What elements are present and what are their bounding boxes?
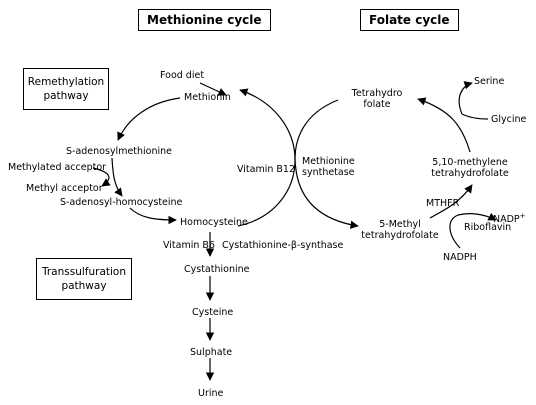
homocysteine-label: Homocysteine	[180, 217, 248, 228]
tetrahydrofolate-line1: Tetrahydro	[351, 88, 403, 99]
methyl-thf-line2: tetrahydrofolate	[361, 230, 439, 241]
vitamin-b12-label: Vitamin B12	[237, 164, 296, 175]
transsulfuration-label-line2: pathway	[61, 280, 107, 292]
transsulfuration-pathway-box: Transsulfuration pathway	[36, 258, 132, 300]
methyl-acceptor-label: Methyl acceptor	[26, 183, 103, 194]
nadp-label: NADP+	[493, 211, 526, 225]
nadp-superscript: +	[519, 212, 526, 220]
serine-label: Serine	[474, 76, 505, 87]
methylene-to-thf-arrow	[417, 97, 471, 153]
urine-label: Urine	[198, 388, 224, 399]
food-diet-arrow	[199, 82, 227, 96]
serine-glycine-curve	[458, 81, 473, 115]
methionin-label: Methionin	[184, 92, 231, 103]
sam-to-sah-curve	[111, 157, 123, 197]
remethylation-pathway-box: Remethylation pathway	[23, 68, 109, 110]
acceptor-curve	[92, 167, 111, 187]
sulphate-label: Sulphate	[190, 347, 233, 358]
cysteine-label: Cysteine	[192, 307, 234, 318]
sam-label: S-adenosylmethionine	[66, 146, 173, 157]
methylene-thf-label: 5,10-methylene tetrahydrofolate	[428, 157, 512, 179]
tetrahydrofolate-label: Tetrahydro folate	[344, 88, 410, 110]
transsulfuration-label-line1: Transsulfuration	[41, 266, 126, 278]
nadp-text: NADP	[493, 214, 520, 226]
remethylation-label-line2: pathway	[43, 90, 89, 102]
riboflavin-label: Riboflavin	[464, 222, 512, 233]
tetrahydrofolate-line2: folate	[363, 99, 391, 110]
mthfr-label: MTHFR	[426, 198, 460, 209]
food-diet-label: Food diet	[160, 70, 205, 81]
vitamin-b6-label: Vitamin B6	[163, 240, 215, 251]
mthfr-arrow	[429, 184, 473, 219]
methyl-thf-line1: 5-Methyl	[379, 219, 421, 230]
methionine-synthetase-line1: Methionine	[302, 156, 355, 167]
methyl-thf-label: 5-Methyl tetrahydrofolate	[358, 219, 442, 241]
glycine-label: Glycine	[491, 114, 527, 125]
remethylation-arc	[237, 88, 296, 227]
glycine-link	[461, 113, 489, 120]
methionin-to-sam-arc	[117, 97, 181, 141]
nadph-nadp-curve	[449, 212, 497, 249]
methylated-acceptor-label: Methylated acceptor	[8, 162, 107, 173]
nadph-label: NADPH	[443, 252, 477, 263]
methylene-thf-line2: tetrahydrofolate	[431, 168, 509, 179]
remethylation-label-line1: Remethylation	[27, 76, 105, 88]
folate-left-arc	[294, 99, 359, 229]
folate-cycle-title: Folate cycle	[360, 9, 459, 31]
methionine-synthetase-line2: synthetase	[302, 167, 355, 178]
sah-to-homocysteine-arc	[129, 207, 177, 225]
cbs-label: Cystathionine-β-synthase	[222, 240, 344, 251]
methionine-cycle-title: Methionine cycle	[138, 9, 271, 31]
sah-label: S-adenosyl-homocysteine	[60, 197, 183, 208]
methylene-thf-line1: 5,10-methylene	[432, 157, 508, 168]
methionine-synthetase-label: Methionine synthetase	[302, 156, 355, 178]
cystathionine-label: Cystathionine	[184, 264, 250, 275]
